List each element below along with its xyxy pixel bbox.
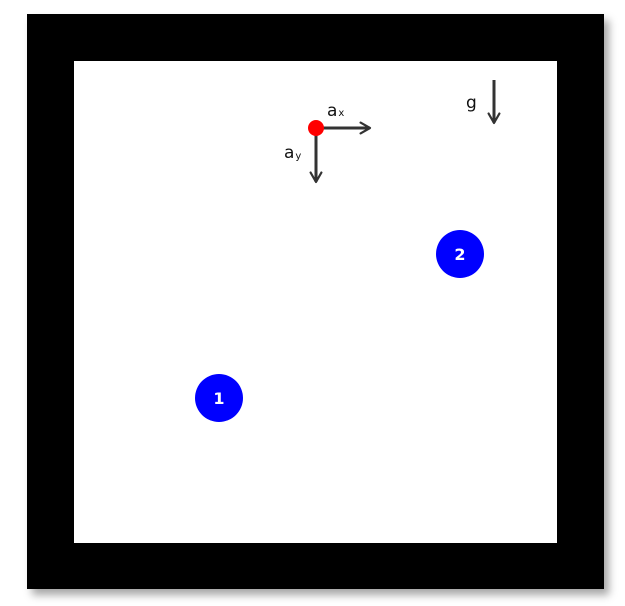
ax-label-main: a [327, 101, 337, 121]
ay-label-sub: y [295, 151, 301, 162]
ay-label: ay [284, 143, 301, 163]
body-2-circle [436, 230, 484, 278]
body-2: 2 [436, 230, 484, 278]
ax-label-sub: x [338, 108, 344, 119]
particle-dot [308, 120, 324, 136]
gravity-label: g [466, 93, 477, 113]
ay-label-main: a [284, 143, 294, 163]
ax-label: ax [327, 101, 344, 121]
body-1: 1 [195, 374, 243, 422]
body-1-label: 1 [213, 389, 224, 408]
body-2-label: 2 [454, 245, 465, 264]
body-1-circle [195, 374, 243, 422]
